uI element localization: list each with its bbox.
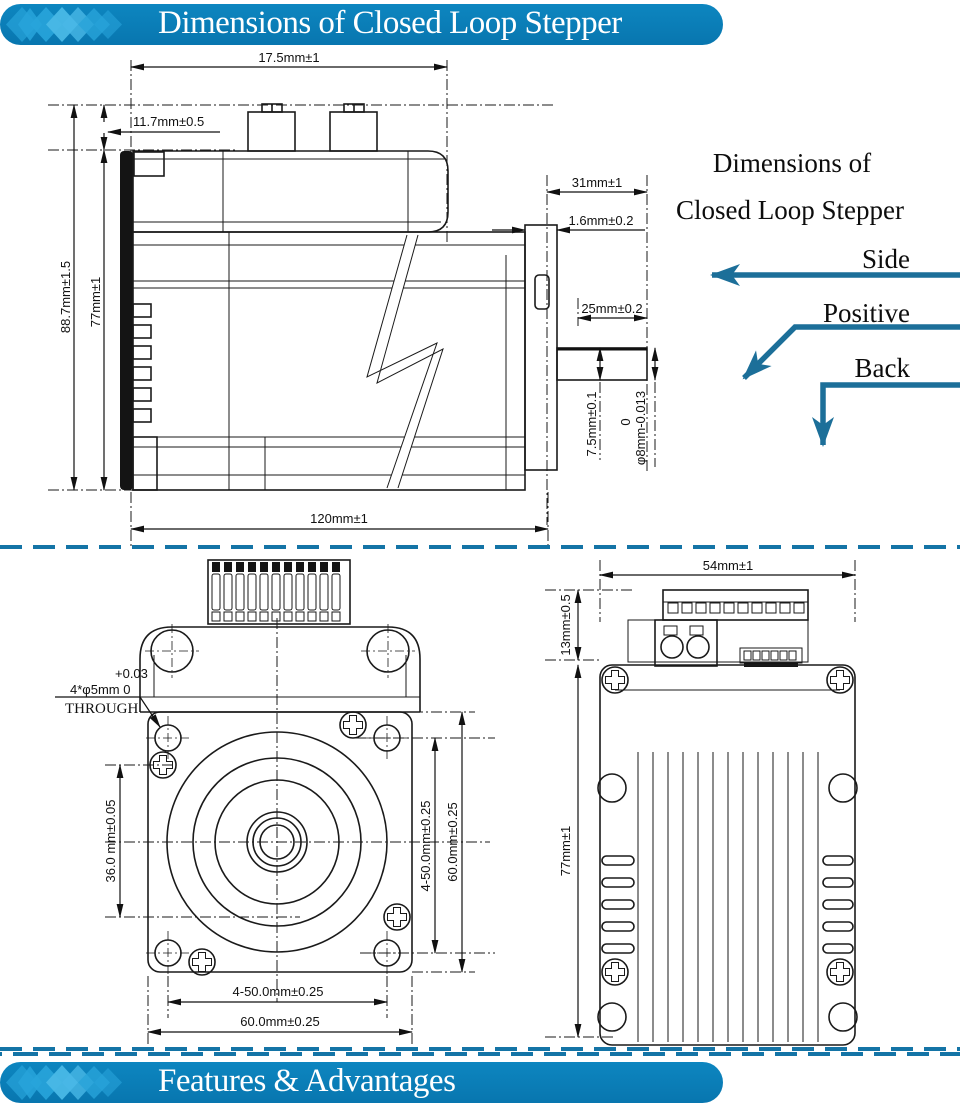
dim-back-height: 77mm±1 (558, 826, 573, 876)
front-view-drawing: 36.0 mm±0.05 4-50.0mm±0.25 60.0mm±0.25 4… (55, 559, 495, 1044)
legend-side-label: Side (862, 244, 910, 274)
section-divider (0, 545, 960, 549)
legend-positive-label: Positive (823, 298, 910, 328)
dim-back-width: 54mm±1 (703, 558, 753, 573)
dim-shaft-radius: 7.5mm±0.1 (584, 392, 599, 457)
view-legend: Dimensions of Closed Loop Stepper Side P… (676, 148, 960, 447)
header-banner-title: Dimensions of Closed Loop Stepper (158, 4, 622, 41)
dim-rear-depth: 31mm±1 (572, 175, 622, 190)
note-hole-tolerance: +0.03 (115, 666, 148, 681)
legend-back-label: Back (855, 353, 911, 383)
note-hole-through: THROUGH (65, 701, 138, 717)
legend-title-line2: Closed Loop Stepper (676, 195, 904, 225)
diamond-ribbon-icon (6, 7, 122, 42)
dim-flange-thickness: 1.6mm±0.2 (569, 213, 634, 228)
dim-shaft-length: 25mm±0.2 (581, 301, 642, 316)
back-arrow-icon (812, 382, 960, 447)
legend-title-line1: Dimensions of (713, 148, 871, 178)
note-hole-spec: 4*φ5mm 0 (70, 682, 130, 697)
header-banner: Dimensions of Closed Loop Stepper (0, 4, 723, 45)
dim-hole-spacing-v: 4-50.0mm±0.25 (418, 801, 433, 892)
side-view-drawing: 17.5mm±1 11.7mm±0.5 88.7mm±1.5 77mm±1 31… (48, 50, 659, 547)
diamond-ribbon-icon (6, 1065, 122, 1100)
dim-overall-height: 88.7mm±1.5 (58, 261, 73, 333)
dim-connector-offset: 11.7mm±0.5 (133, 114, 204, 129)
footer-banner: Features & Advantages (0, 1062, 723, 1103)
dim-hole-spacing-h: 4-50.0mm±0.25 (233, 984, 324, 999)
positive-arrow-icon (742, 324, 960, 380)
dim-body-height: 77mm±1 (88, 277, 103, 327)
dim-overall-length: 120mm±1 (310, 511, 368, 526)
dim-back-connector-height: 13mm±0.5 (558, 594, 573, 655)
dim-shaft-dia-tol: 0 (618, 418, 633, 425)
back-view-drawing: 54mm±1 13mm±0.5 77mm±1 (545, 558, 858, 1046)
dim-front-height: 60.0mm±0.25 (445, 802, 460, 881)
section-divider (0, 1047, 960, 1056)
dim-top-width: 17.5mm±1 (258, 50, 319, 65)
footer-banner-title: Features & Advantages (158, 1062, 456, 1099)
dim-shaft-dia: φ8mm-0.013 (633, 391, 648, 465)
dim-pilot-offset: 36.0 mm±0.05 (103, 799, 118, 882)
dim-front-width: 60.0mm±0.25 (240, 1014, 319, 1029)
